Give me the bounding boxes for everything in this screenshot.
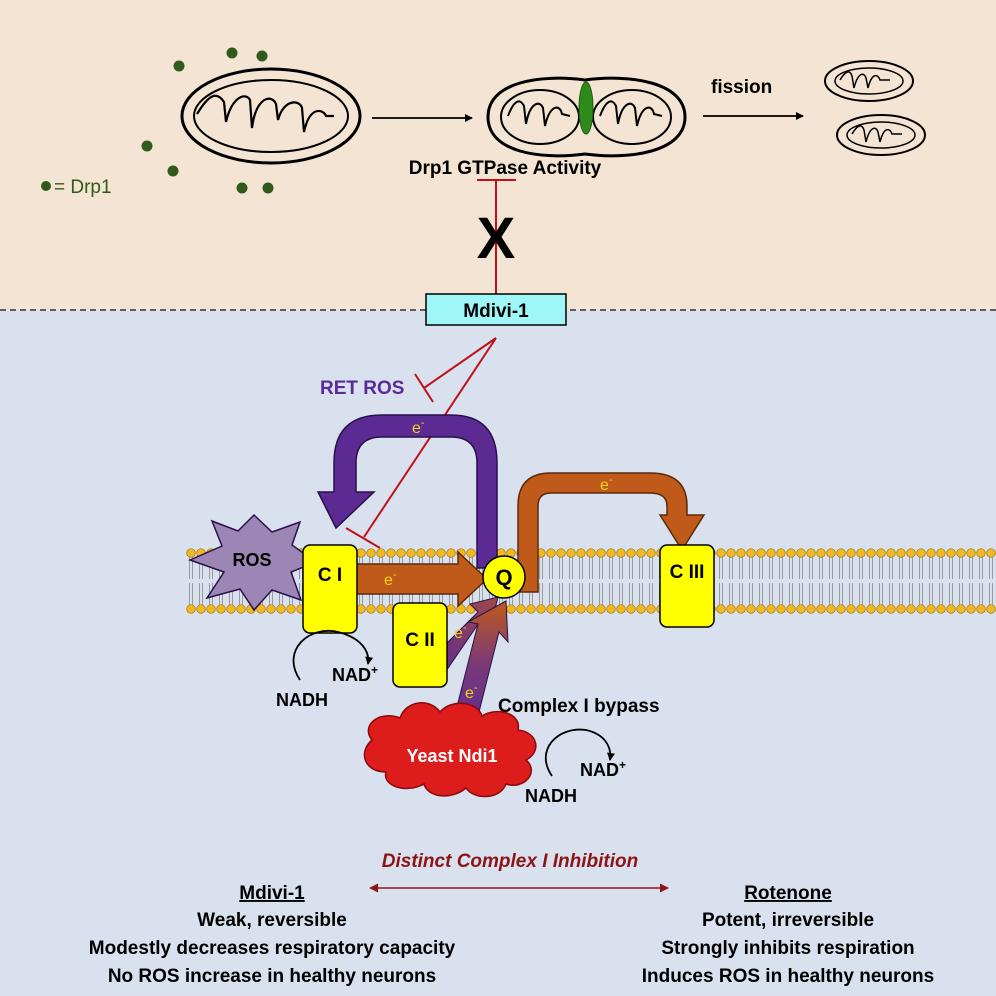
ret-ros-label: RET ROS	[320, 378, 404, 399]
mdivi-line-3: No ROS increase in healthy neurons	[108, 966, 436, 987]
inhibit-bar-ret-ros	[414, 373, 434, 403]
nadh-cycle-arrow-ndi1	[545, 728, 615, 777]
cytosol-region	[0, 0, 996, 310]
mdivi-box-label: Mdivi-1	[463, 301, 529, 322]
electron-labels: e- e- e- e- e-	[384, 417, 613, 702]
ndi1-cloud	[363, 702, 537, 798]
nad-label-ndi1: NAD+	[580, 758, 626, 780]
bypass-label: Complex I bypass	[498, 696, 660, 717]
drp1-legend-label: = Drp1	[54, 177, 112, 198]
drp1-ring	[578, 81, 594, 135]
drp1-legend-dot	[41, 181, 51, 191]
ndi1-label: Yeast Ndi1	[406, 746, 497, 766]
mitochondrion-dividing	[486, 76, 687, 158]
nadh-label-c1: NADH	[276, 690, 328, 710]
ret-electron-arrow	[316, 414, 498, 569]
ros-label: ROS	[232, 550, 271, 570]
coenzyme-q-label: Q	[495, 565, 512, 590]
ros-burst	[187, 513, 318, 612]
electron-label-c1: e-	[384, 569, 397, 589]
matrix-region	[0, 310, 996, 996]
mdivi-box	[425, 293, 567, 326]
gtpase-label: Drp1 GTPase Activity	[409, 158, 602, 179]
rotenone-line-3: Induces ROS in healthy neurons	[642, 966, 934, 987]
drp1-dots	[141, 47, 274, 194]
complex-3-label: C III	[670, 562, 705, 583]
mitochondrion-large	[180, 67, 362, 165]
complex-1	[302, 544, 358, 634]
coenzyme-q	[482, 555, 526, 599]
mitochondrion-small-upper	[824, 60, 914, 102]
mdivi-line-2: Modestly decreases respiratory capacity	[89, 938, 456, 959]
block-mark: X	[477, 206, 516, 271]
electron-arrow-to-complex-3	[517, 472, 706, 593]
mitochondrion-small-lower	[836, 114, 926, 156]
fission-label: fission	[711, 77, 772, 98]
electron-label-ret: e-	[412, 417, 425, 437]
rotenone-line-1: Potent, irreversible	[702, 910, 874, 931]
complex-3	[659, 544, 715, 628]
inhibit-bar-complex-1	[345, 527, 381, 549]
mdivi-column: Mdivi-1 Weak, reversible Modestly decrea…	[89, 883, 456, 987]
complex-2-label: C II	[405, 630, 435, 651]
comparison-title: Distinct Complex I Inhibition	[382, 851, 639, 872]
rotenone-line-2: Strongly inhibits respiration	[661, 938, 914, 959]
inhibit-line-ret-ros	[423, 337, 497, 389]
nad-label-c1: NAD+	[332, 663, 378, 685]
electron-arrow-complex-1-to-q	[349, 550, 489, 608]
complex-2	[392, 602, 448, 688]
electron-label-ndi1: e-	[465, 682, 478, 702]
electron-label-c2: e-	[454, 622, 467, 642]
mdivi-line-1: Weak, reversible	[197, 910, 347, 931]
mdivi-heading: Mdivi-1	[239, 883, 305, 904]
electron-label-orange: e-	[600, 474, 613, 494]
nadh-cycle-arrow-c1	[292, 629, 374, 681]
complex-1-label: C I	[318, 565, 342, 586]
nadh-label-ndi1: NADH	[525, 786, 577, 806]
rotenone-heading: Rotenone	[744, 883, 832, 904]
rotenone-column: Rotenone Potent, irreversible Strongly i…	[642, 883, 934, 987]
